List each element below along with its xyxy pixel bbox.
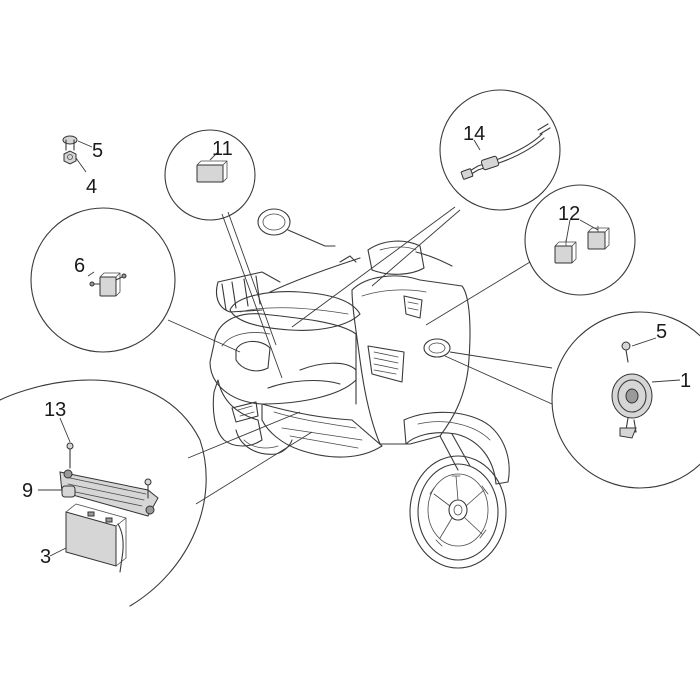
callout-11: 11 <box>212 138 233 160</box>
callout-12: 12 <box>558 203 580 225</box>
callout-5-top: 5 <box>92 140 103 162</box>
detail-circle-1-horn <box>444 311 700 489</box>
detail-circle-12 <box>425 184 636 326</box>
detail-circle-battery <box>0 379 313 607</box>
callout-5-horn: 5 <box>656 321 667 343</box>
detail-circle-14 <box>291 89 561 328</box>
part-4-nut <box>63 150 77 165</box>
callout-14: 14 <box>463 123 485 145</box>
callout-13: 13 <box>44 399 66 421</box>
callout-labels: 5 4 11 14 6 12 5 1 13 9 3 <box>22 123 691 568</box>
detail-circle-6 <box>30 207 241 353</box>
mirror <box>257 208 336 247</box>
callout-leaders <box>38 139 681 557</box>
callout-9: 9 <box>22 480 33 502</box>
part-5-screw <box>62 135 78 151</box>
callout-4: 4 <box>86 176 97 198</box>
callout-3: 3 <box>40 546 51 568</box>
callout-1: 1 <box>680 370 691 392</box>
detail-circle-11 <box>164 129 283 379</box>
scooter <box>209 208 510 569</box>
callout-6: 6 <box>74 255 85 277</box>
